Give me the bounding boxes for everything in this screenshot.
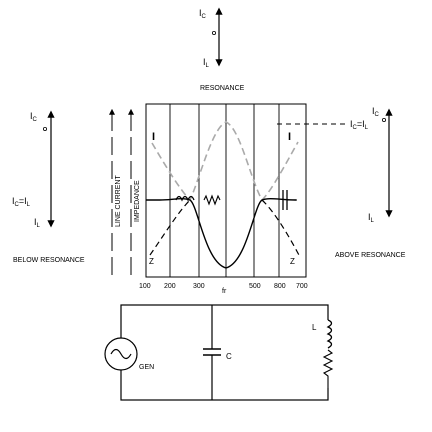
inductor-coil-icon <box>326 319 333 349</box>
svg-text:IL: IL <box>34 217 41 229</box>
inductor-wire-mask <box>324 320 332 388</box>
below-eq-rhs: I <box>24 196 27 206</box>
impedance-left-label: Z <box>149 257 154 266</box>
above-resonance-caption: ABOVE RESONANCE <box>335 252 406 259</box>
resonance-origin-dot <box>211 30 216 35</box>
below-origin-dot <box>43 127 48 132</box>
above-ic-label: I <box>372 106 375 116</box>
below-ic-label: I <box>30 111 33 121</box>
x-tick-200: 200 <box>164 283 176 290</box>
svg-text:IC: IC <box>30 111 38 123</box>
line-current-label: LINE CURRENT <box>115 175 122 227</box>
below-eq-rhs-sub: L <box>27 202 31 208</box>
capacitor-label: C <box>226 352 232 361</box>
resonance-il-label: I <box>203 57 206 67</box>
x-tick-300: 300 <box>193 283 205 290</box>
svg-text:IC: IC <box>372 106 380 118</box>
svg-text:IC=IL: IC=IL <box>12 196 31 208</box>
impedance-right-label: Z <box>290 257 295 266</box>
x-tick-fr: fr <box>222 288 227 295</box>
svg-text:IL: IL <box>368 212 375 224</box>
parallel-lc-circuit: GEN C L <box>104 304 334 401</box>
above-ic-sub: C <box>375 112 380 118</box>
line-current-curve <box>151 121 299 202</box>
resonance-ic-sub: C <box>202 14 207 20</box>
generator-label: GEN <box>139 364 154 371</box>
below-eq-sign: = <box>19 196 24 206</box>
below-resonance-vector-group: IC IC=IL IL BELOW RESONANCE <box>12 110 85 264</box>
graph-inductor-symbol-icon <box>175 195 195 202</box>
x-tick-800: 800 <box>274 283 286 290</box>
resonance-curve-graph: I I Z Z 100 200 300 fr 500 800 700 <box>139 103 308 295</box>
svg-text:IC: IC <box>199 8 207 20</box>
svg-text:IL: IL <box>203 57 210 69</box>
x-tick-100: 100 <box>139 283 151 290</box>
impedance-curve-outer <box>149 199 301 258</box>
graph-resistor-symbol-icon <box>203 194 221 206</box>
below-resonance-caption: BELOW RESONANCE <box>13 257 85 264</box>
graph-side-labels: LINE CURRENT IMPEDANCE <box>109 108 141 275</box>
current-right-label: I <box>288 131 291 143</box>
above-eq-sign: = <box>357 119 362 129</box>
current-left-label: I <box>152 131 155 143</box>
above-resonance-vector-group: IC IC=IL IL ABOVE RESONANCE <box>277 106 406 259</box>
above-eq-rhs: I <box>362 119 365 129</box>
below-il-label: I <box>34 217 37 227</box>
above-il-sub: L <box>371 218 375 224</box>
below-eq-lhs-sub: C <box>15 202 20 208</box>
sine-wave-icon <box>110 348 132 360</box>
svg-text:IC=IL: IC=IL <box>350 119 369 131</box>
below-ic-sub: C <box>33 117 38 123</box>
circuit-loop-wire <box>120 304 329 401</box>
inductor-label: L <box>312 323 317 332</box>
impedance-curve <box>146 197 297 269</box>
resonance-vector-group: IC IL RESONANCE <box>199 7 245 92</box>
above-eq-lhs-sub: C <box>353 125 358 131</box>
above-il-label: I <box>368 212 371 222</box>
x-tick-500: 500 <box>249 283 261 290</box>
resonance-caption: RESONANCE <box>200 85 245 92</box>
x-tick-700: 700 <box>296 283 308 290</box>
above-eq-lhs: I <box>350 119 353 129</box>
impedance-label: IMPEDANCE <box>134 180 141 222</box>
above-origin-dot <box>381 118 386 123</box>
below-eq-lhs: I <box>12 196 15 206</box>
inductor-resistance-icon <box>322 349 334 388</box>
resonance-il-sub: L <box>206 63 210 69</box>
above-eq-rhs-sub: L <box>365 125 369 131</box>
resonance-ic-label: I <box>199 8 202 18</box>
below-il-sub: L <box>37 223 41 229</box>
